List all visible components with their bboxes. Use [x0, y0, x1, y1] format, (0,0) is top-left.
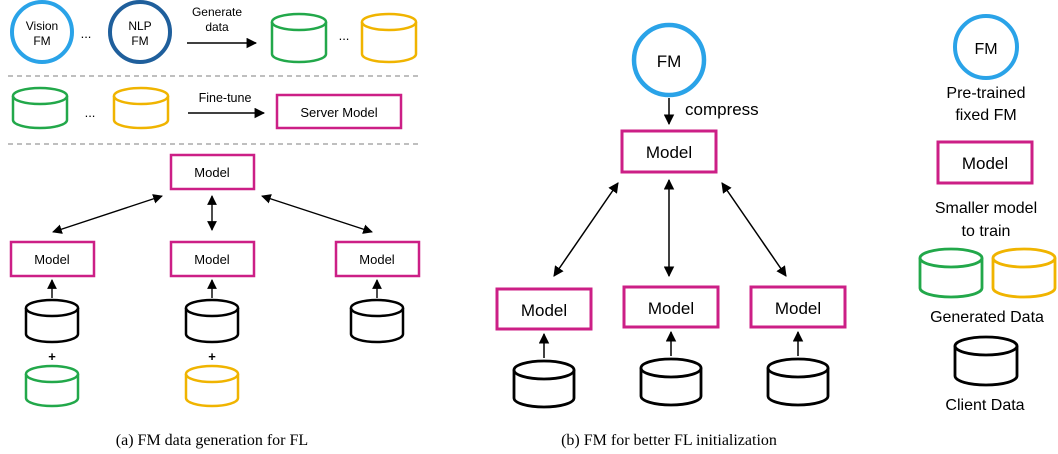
fm-circle-b — [631, 22, 707, 98]
legend-generated-green — [918, 247, 984, 299]
client-model-label-a3: Model — [359, 252, 395, 267]
panel-b: FM compress Model Model Model Model — [495, 22, 847, 449]
client-model-box-a1: Model — [9, 240, 96, 278]
fine-tune-label: Fine-tune — [199, 91, 252, 105]
generated-data-green-top — [270, 12, 328, 64]
legend-model-label: Model — [962, 154, 1008, 173]
panel-a: Vision FM ... NLP FM Generate data ... — [8, 0, 421, 449]
client-model-box-b2: Model — [622, 285, 720, 329]
generated-data-green-row2 — [11, 86, 69, 130]
legend-fm: FM — [953, 14, 1019, 80]
compress-label: compress — [685, 100, 759, 119]
client-data-b3 — [766, 357, 830, 407]
client-model-box-b3: Model — [749, 285, 847, 329]
server-model-label: Server Model — [300, 105, 377, 120]
client-data-a3 — [349, 298, 405, 344]
plus-sign-a2: + — [208, 349, 216, 364]
vision-fm-label-line2: FM — [33, 34, 50, 48]
client-model-label-a1: Model — [34, 252, 70, 267]
fm-label-b: FM — [657, 52, 682, 71]
generate-data-label-line1: Generate — [192, 5, 242, 19]
vision-fm-circle — [10, 0, 74, 64]
client-model-box-b1: Model — [495, 287, 593, 331]
client-model-label-a2: Model — [194, 252, 230, 267]
nlp-fm-node: NLP FM — [108, 0, 172, 64]
caption-b: (b) FM for better FL initialization — [561, 432, 777, 449]
legend-model-desc-line2: to train — [962, 223, 1011, 240]
legend-fm-desc-line2: fixed FM — [955, 107, 1016, 124]
legend-model: Model — [936, 140, 1034, 185]
legend-generated-yellow — [991, 247, 1057, 299]
ellipsis-generated-top: ... — [339, 28, 350, 43]
legend-generated-data-label: Generated Data — [930, 309, 1044, 326]
vision-fm-node: Vision FM — [10, 0, 74, 64]
generated-data-yellow-client — [184, 364, 240, 408]
legend-fm-circle — [953, 14, 1019, 80]
legend-fm-desc-line1: Pre-trained — [946, 85, 1025, 102]
client-data-b2 — [639, 357, 703, 407]
nlp-fm-label-line2: FM — [131, 34, 148, 48]
arrow-global-left-a — [52, 194, 163, 234]
arrow-global-right-b — [721, 182, 787, 277]
client-model-label-b1: Model — [521, 301, 567, 320]
client-data-a2 — [184, 298, 240, 344]
nlp-fm-label-line1: NLP — [128, 19, 151, 33]
client-data-b1 — [512, 359, 576, 409]
nlp-fm-circle — [108, 0, 172, 64]
generate-data-label-line2: data — [205, 20, 229, 34]
vision-fm-label-line1: Vision — [26, 19, 58, 33]
legend-model-desc-line1: Smaller model — [935, 200, 1037, 217]
arrow-global-right-a — [261, 194, 373, 234]
global-model-label-a: Model — [194, 165, 230, 180]
client-model-label-b2: Model — [648, 299, 694, 318]
fm-node-b: FM — [631, 22, 707, 98]
global-model-box-b: Model — [620, 129, 718, 174]
client-model-label-b3: Model — [775, 299, 821, 318]
ellipsis-fm: ... — [81, 26, 92, 41]
generated-data-yellow-row2 — [112, 86, 170, 130]
server-model-box: Server Model — [275, 93, 403, 130]
legend: FM Pre-trained fixed FM Model Smaller mo… — [918, 14, 1057, 414]
client-data-a1 — [24, 298, 80, 344]
caption-a: (a) FM data generation for FL — [116, 432, 308, 449]
client-model-box-a3: Model — [334, 240, 421, 278]
legend-client-data — [953, 335, 1019, 387]
client-model-box-a2: Model — [169, 240, 256, 278]
plus-sign-a1: + — [48, 349, 56, 364]
generated-data-green-client — [24, 364, 80, 408]
ellipsis-generated-row2: ... — [85, 105, 96, 120]
legend-fm-label: FM — [974, 41, 997, 58]
generated-data-yellow-top — [360, 12, 418, 64]
global-model-box-a: Model — [169, 153, 256, 191]
legend-client-data-label: Client Data — [945, 397, 1024, 414]
global-model-label-b: Model — [646, 143, 692, 162]
arrow-global-left-b — [553, 182, 619, 277]
